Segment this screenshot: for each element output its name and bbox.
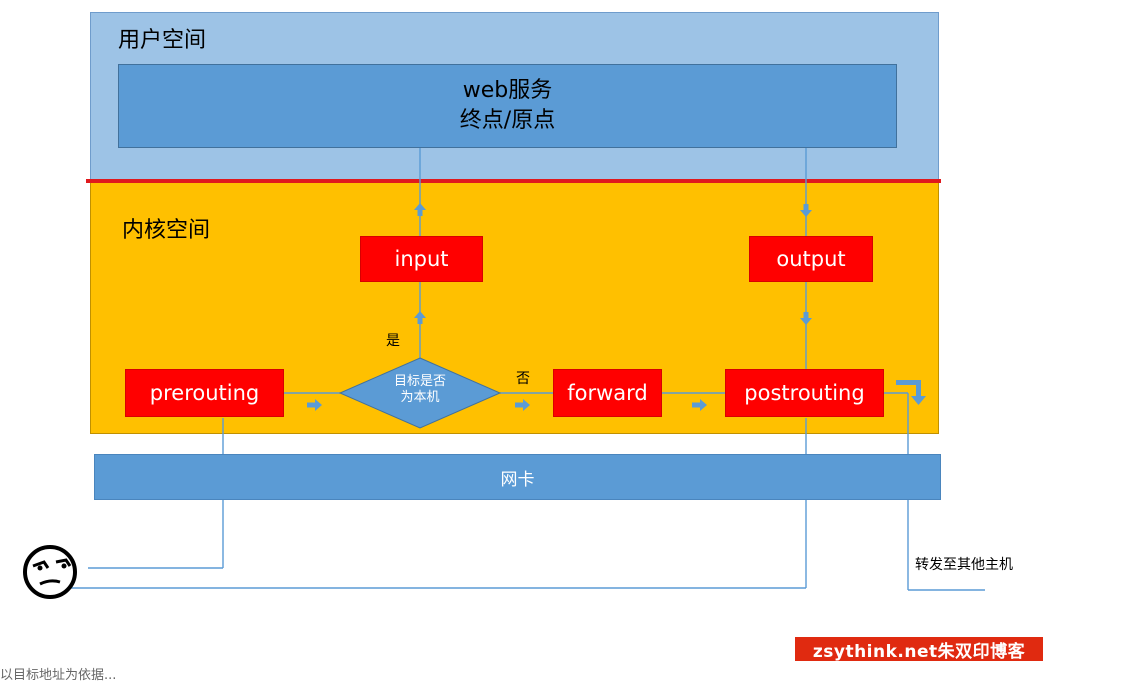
arrow-down-icon [800, 312, 812, 325]
arrow-up-icon [414, 311, 426, 324]
decision-label: 目标是否 为本机 [370, 374, 470, 406]
web-service-line1: web服务 [462, 78, 553, 103]
decision-diamond [338, 357, 502, 429]
prerouting-chain: prerouting [125, 369, 284, 417]
web-service-box: web服务 终点/原点 [118, 64, 897, 148]
nic-box: 网卡 [94, 454, 941, 500]
user-kernel-divider [86, 179, 941, 183]
face-icon [23, 545, 77, 599]
arrow-right-icon [515, 399, 530, 411]
arrow-right-icon [692, 399, 707, 411]
input-chain: input [360, 236, 483, 282]
output-chain: output [749, 236, 873, 282]
no-label: 否 [516, 371, 530, 387]
arrow-right-icon [307, 399, 322, 411]
arrow-up-icon [414, 203, 426, 216]
decision-line2: 为本机 [400, 390, 440, 405]
user-space-title: 用户空间 [118, 28, 207, 53]
forward-chain: forward [553, 369, 662, 417]
kernel-space-title: 内核空间 [122, 218, 211, 243]
decision-line1: 目标是否 [393, 374, 446, 389]
postrouting-chain: postrouting [725, 369, 884, 417]
bent-arrow-icon [896, 380, 926, 405]
arrow-down-icon [800, 204, 812, 217]
forward-to-other-host-label: 转发至其他主机 [915, 557, 1013, 573]
watermark: zsythink.net朱双印博客 [795, 637, 1043, 662]
yes-label: 是 [386, 333, 400, 349]
web-service-line2: 终点/原点 [459, 108, 556, 133]
